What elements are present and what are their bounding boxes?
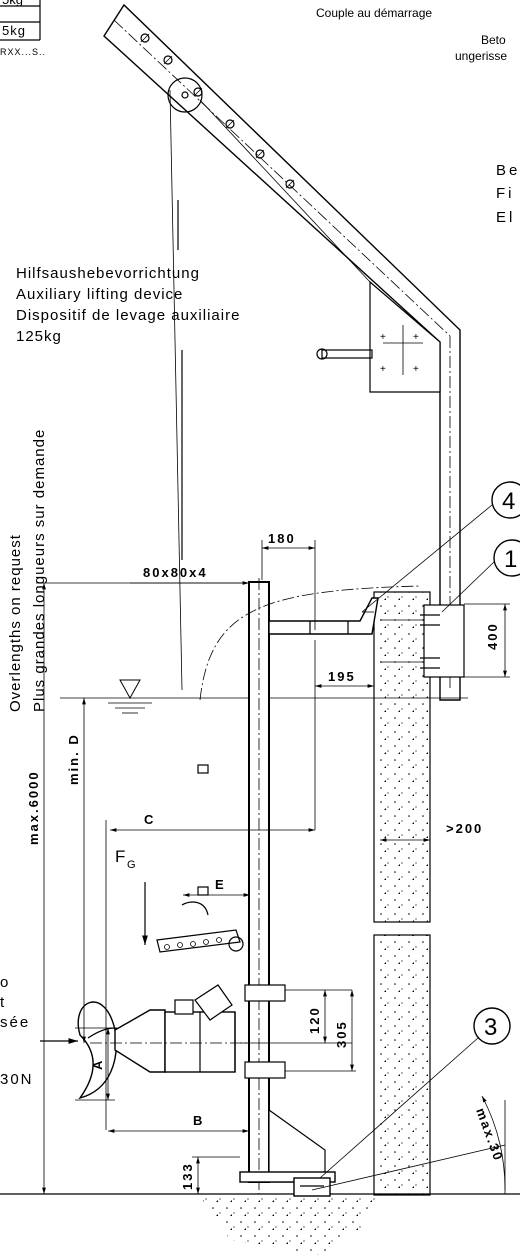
svg-text:+: + — [380, 364, 386, 375]
unplastered-label: ungerisse — [455, 49, 507, 63]
dim-profile: 80x80x4 — [143, 565, 208, 580]
dim-max30: max.30 — [473, 1106, 506, 1164]
concrete-label: Beto — [481, 33, 506, 47]
weight-row-1: 5kg — [2, 0, 23, 7]
concrete-wall — [373, 591, 465, 1196]
dim-180: 180 — [268, 531, 296, 546]
svg-text:+: + — [413, 332, 419, 343]
dim-max6000: max.6000 — [26, 770, 41, 845]
callout-4-label: 4 — [502, 488, 515, 515]
svg-text:+: + — [380, 332, 386, 343]
dim-305: 305 — [334, 1020, 349, 1048]
aux-weight: 125kg — [16, 328, 62, 345]
starting-torque-label: Couple au démarrage — [316, 6, 432, 20]
guide-mast — [239, 578, 379, 1197]
dim-c: C — [144, 812, 155, 827]
dim-gt200: >200 — [446, 821, 483, 836]
mixer-unit — [77, 764, 250, 1100]
dim-195: 195 — [328, 669, 356, 684]
aux-label-fr: Dispositif de levage auxiliaire — [16, 307, 240, 324]
dim-e: E — [215, 877, 226, 892]
right-text-line2: Fi — [496, 185, 515, 202]
force-fg-sub: G — [127, 859, 136, 871]
auxiliary-lifting-label: Hilfsaushebevorrichtung Auxiliary liftin… — [16, 265, 240, 345]
svg-text:+: + — [413, 364, 419, 375]
dim-a: A — [90, 1059, 105, 1070]
crane-jib: + + + + — [103, 3, 461, 701]
thrust-force: 30N — [0, 1071, 34, 1088]
weight-row-2: 5kg — [2, 23, 26, 38]
right-text-line1: Be — [496, 162, 520, 179]
dim-400: 400 — [485, 622, 500, 650]
dim-min-d: min. D — [66, 733, 81, 785]
longer-lengths-fr: Plus grandes longueurs sur demande — [31, 429, 48, 712]
callout-3-label: 3 — [484, 1014, 497, 1041]
dim-b: B — [193, 1113, 204, 1128]
dim-133: 133 — [180, 1162, 195, 1190]
left-text-line1: o — [0, 974, 8, 991]
weight-table: 5kg 5kg RXX...S.. — [0, 0, 46, 57]
longer-lengths-en: Overlengths on request — [7, 534, 24, 712]
model-code: RXX...S.. — [0, 47, 46, 57]
callout-3: 3 — [319, 1007, 511, 1179]
dim-120: 120 — [307, 1006, 322, 1034]
aux-label-de: Hilfsaushebevorrichtung — [16, 265, 200, 282]
dimension-lines — [36, 540, 510, 1194]
floor-foundation — [0, 1193, 520, 1255]
callout-4: 4 — [361, 481, 520, 613]
left-text-line3: sée — [0, 1014, 30, 1031]
aux-label-en: Auxiliary lifting device — [16, 286, 183, 303]
right-text-line3: El — [496, 209, 515, 226]
left-text-line2: t — [0, 994, 5, 1011]
callout-1: 1 — [441, 539, 520, 613]
force-fg: F — [115, 847, 125, 866]
callout-1-label: 1 — [504, 546, 517, 573]
